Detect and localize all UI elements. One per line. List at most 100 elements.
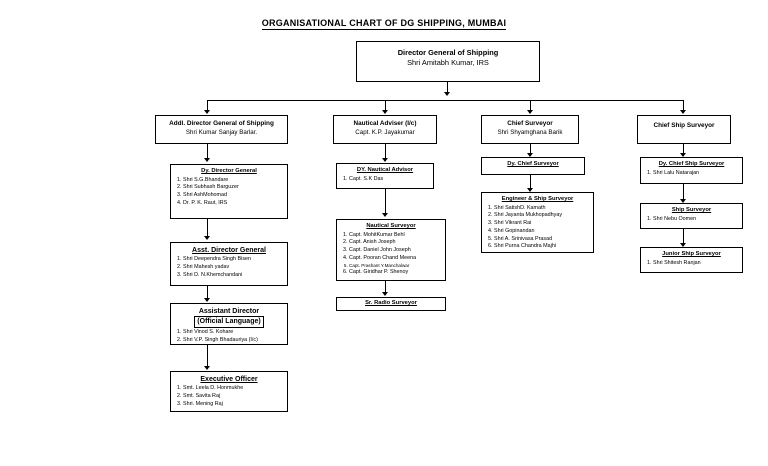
node-heading: DY. Nautical Advisor: [356, 167, 414, 173]
connector-drop-1: [207, 100, 208, 112]
connector-nautical-arrow-3: [382, 292, 388, 296]
connector-surveyor-1: [530, 144, 531, 156]
connector-ship-3: [683, 229, 684, 245]
connector-root-stem: [447, 82, 448, 93]
list-item: Capt. S.K Das: [349, 176, 429, 184]
node-chief-ship-surveyor[interactable]: Chief Ship Surveyor: [637, 115, 731, 144]
connector-nautical-arrow-1: [382, 158, 388, 162]
node-subheading: Shri Kumar Sanjay Barlar.: [185, 128, 258, 136]
node-dy-chief-surveyor[interactable]: Dy. Chief Surveyor: [481, 157, 585, 175]
connector-drop-arrow-4: [680, 110, 686, 114]
node-ship-surveyor[interactable]: Ship Surveyor Shri Nebu Oomen: [640, 203, 743, 229]
node-heading: Dy. Chief Surveyor: [507, 161, 559, 167]
node-nautical-surveyor[interactable]: Nautical Surveyor Capt. MohitKumar Behl …: [336, 219, 446, 281]
node-dy-director-general[interactable]: Dy. Director General Shri S.G.Bhandare S…: [170, 164, 288, 219]
list-item: Dr. P. K. Raut, IRS: [183, 200, 283, 208]
connector-nautical-2: [385, 189, 386, 215]
list-item: Shri Vinod S. Kohare: [183, 329, 283, 337]
connector-admin-arrow-2: [204, 236, 210, 240]
connector-drop-4: [683, 100, 684, 112]
list-item: Shri Shitesh Ranjan: [653, 260, 738, 268]
connector-drop-2: [385, 100, 386, 112]
connector-drop-arrow-1: [204, 110, 210, 114]
node-subheading: Shri Amitabh Kumar, IRS: [407, 57, 489, 67]
node-director-general[interactable]: Director General of Shipping Shri Amitab…: [356, 41, 540, 82]
connector-nautical-arrow-2: [382, 213, 388, 217]
node-heading: Addl. Director General of Shipping: [169, 120, 274, 127]
node-sr-radio-surveyor[interactable]: Sr. Radio Surveyor: [336, 297, 446, 311]
node-engineer-ship-surveyor[interactable]: Engineer & Ship Surveyor Shri SatishD. K…: [481, 192, 594, 253]
node-executive-officer[interactable]: Executive Officer Smt. Leela D. Honmukhe…: [170, 371, 288, 412]
page-title-text: ORGANISATIONAL CHART OF DG SHIPPING, MUM…: [261, 18, 507, 30]
list-item: Shri Lalu Natarajan: [653, 170, 738, 178]
node-list: Shri Nebu Oomen: [645, 216, 738, 224]
list-item: Shri Nebu Oomen: [653, 216, 738, 224]
node-heading: Dy. Chief Ship Surveyor: [658, 161, 725, 167]
connector-ship-arrow-2: [680, 199, 686, 203]
list-item: Shri Purna Chandra Majhi: [494, 243, 589, 251]
node-junior-ship-surveyor[interactable]: Junior Ship Surveyor Shri Shitesh Ranjan: [640, 247, 743, 273]
node-list: Shri S.G.Bhandare Shri Subhash Barguzer …: [175, 177, 283, 208]
connector-drop-arrow-2: [382, 110, 388, 114]
list-item: Capt. Pooran Chand Meena: [349, 255, 441, 263]
connector-admin-1: [207, 144, 208, 160]
connector-admin-arrow-4: [204, 366, 210, 370]
list-item: Smt. Leela D. Honmukhe: [183, 385, 283, 393]
node-dy-chief-ship-surveyor[interactable]: Dy. Chief Ship Surveyor Shri Lalu Natara…: [640, 157, 743, 184]
node-list: Shri SatishD. Kamath Shri Jayanta Mukhop…: [486, 205, 589, 251]
connector-admin-3: [207, 286, 208, 300]
node-heading: Engineer & Ship Surveyor: [501, 196, 574, 202]
node-heading: Asst. Director General: [192, 247, 266, 254]
node-heading: Executive Officer: [200, 376, 258, 383]
node-asst-director-general[interactable]: Asst. Director General Shri Deependra Si…: [170, 242, 288, 286]
node-addl-director-general[interactable]: Addl. Director General of Shipping Shri …: [155, 115, 288, 144]
list-item: Shri Jayanta Mukhopadhyay: [494, 212, 589, 220]
node-list: Shri Shitesh Ranjan: [645, 260, 738, 268]
connector-ship-arrow-3: [680, 243, 686, 247]
list-item: Shri Vikrant Rai: [494, 220, 589, 228]
node-heading-badge: (Official Language): [194, 316, 264, 328]
list-item: Capt. Prashant Y.Manchalwar: [349, 263, 441, 270]
list-item: Shri A. Srinivasa Prasad: [494, 236, 589, 244]
connector-nautical-1: [385, 144, 386, 160]
list-item: Shri Mahesh yadav: [183, 264, 283, 272]
node-list: Shri Deependra Singh Bisen Shri Mahesh y…: [175, 256, 283, 279]
node-assistant-director-official-language[interactable]: Assistant Director (Official Language) S…: [170, 303, 288, 345]
list-item: Shri Subhash Barguzer: [183, 184, 283, 192]
node-nautical-adviser[interactable]: Nautical Adviser (I/c) Capt. K.P. Jayaku…: [333, 115, 437, 144]
node-list: Capt. S.K Das: [341, 176, 429, 184]
node-heading: Junior Ship Surveyor: [662, 251, 721, 257]
node-heading: Ship Surveyor: [671, 207, 712, 213]
list-item: Capt. Anish Joseph: [349, 239, 441, 247]
list-item: Shri Deependra Singh Bisen: [183, 256, 283, 264]
list-item: Shri V.P. Singh Bhadauriya (I/c): [183, 337, 283, 345]
node-heading: Director General of Shipping: [397, 48, 499, 57]
node-dy-nautical-advisor[interactable]: DY. Nautical Advisor Capt. S.K Das: [336, 163, 434, 189]
node-list: Capt. MohitKumar Behl Capt. Anish Joseph…: [341, 232, 441, 277]
node-list: Shri Vinod S. Kohare Shri V.P. Singh Bha…: [175, 329, 283, 344]
connector-drop-arrow-3: [527, 110, 533, 114]
connector-surveyor-2: [530, 175, 531, 190]
connector-ship-1: [683, 144, 684, 156]
list-item: Capt. Daniel John Joseph: [349, 247, 441, 255]
list-item: Capt. Giridhar P. Shenoy: [349, 269, 441, 277]
connector-admin-arrow-1: [204, 158, 210, 162]
connector-ship-2: [683, 184, 684, 201]
connector-drop-3: [530, 100, 531, 112]
node-chief-surveyor[interactable]: Chief Surveyor Shri Shyamghana Barik: [481, 115, 579, 144]
node-heading: Dy. Director General: [201, 168, 257, 174]
node-heading-badge-wrap: (Official Language): [175, 316, 283, 328]
list-item: Shri S.G.Bhandare: [183, 177, 283, 185]
list-item: Smt. Savita Raj: [183, 393, 283, 401]
node-heading: Nautical Adviser (I/c): [353, 120, 417, 127]
connector-surveyor-arrow-2: [527, 188, 533, 192]
list-item: Shri Gopinandan: [494, 228, 589, 236]
node-heading: Assistant Director: [198, 308, 260, 315]
connector-admin-2: [207, 219, 208, 238]
connector-admin-arrow-3: [204, 298, 210, 302]
node-subheading: Capt. K.P. Jayakumar: [355, 128, 415, 136]
list-item: Capt. MohitKumar Behl: [349, 232, 441, 240]
list-item: Shri SatishD. Kamath: [494, 205, 589, 213]
connector-surveyor-arrow-1: [527, 153, 533, 157]
